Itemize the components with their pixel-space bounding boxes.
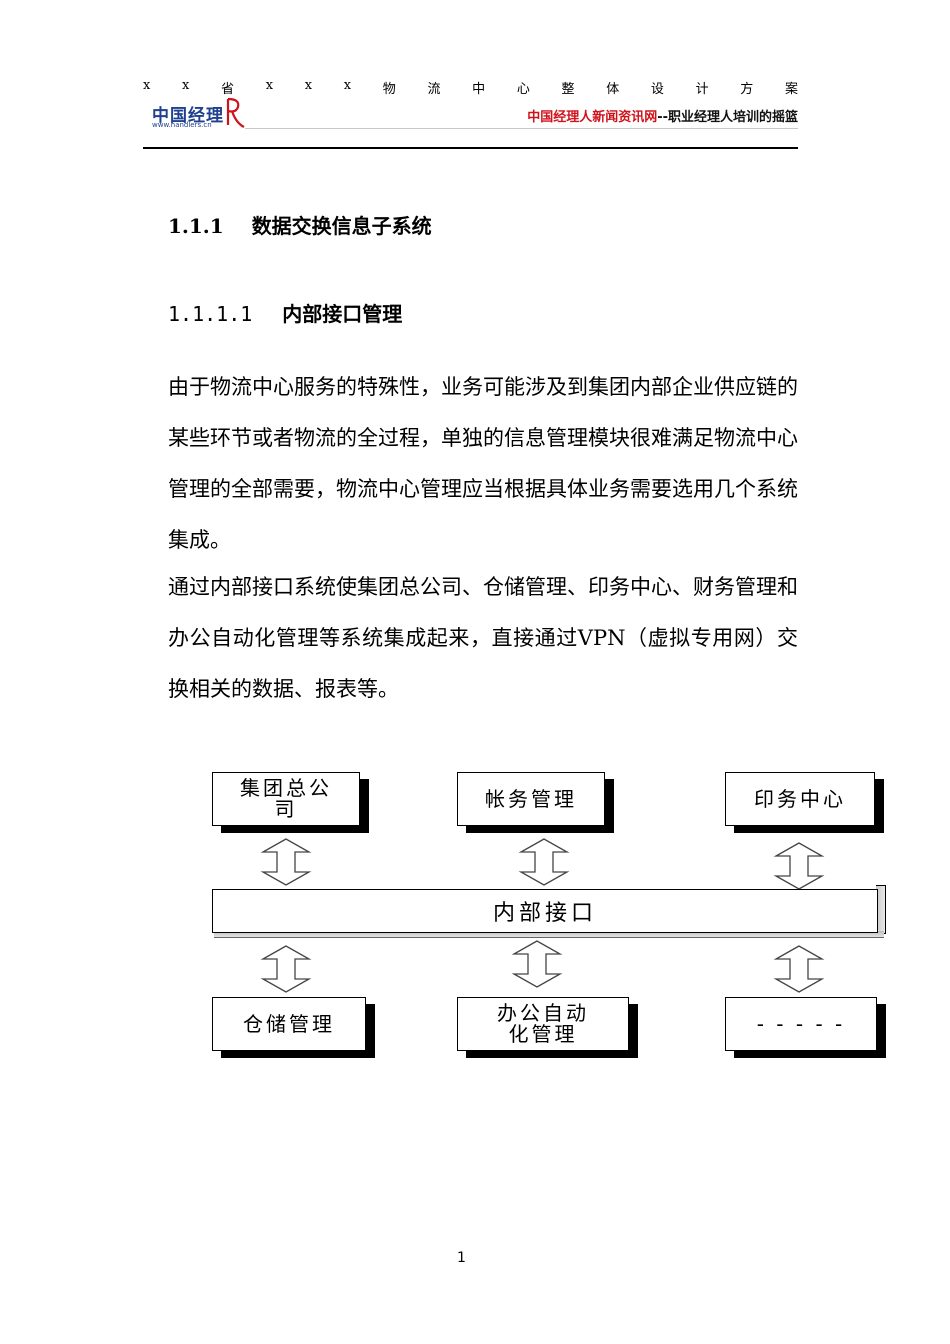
header-char: 体 <box>606 82 620 97</box>
page-number: 1 <box>457 1250 466 1266</box>
header-char: 物 <box>382 82 396 97</box>
diagram-box-printing-center: 印务中心 <box>725 772 875 826</box>
double-arrow-icon <box>773 842 825 890</box>
diagram-box-group-hq: 集团总公 司 <box>212 772 360 826</box>
header-char: 方 <box>740 82 754 97</box>
subsection-number: 1.1.1.1 <box>168 302 253 326</box>
header-divider <box>143 147 798 149</box>
body-paragraph: 由于物流中心服务的特殊性，业务可能涉及到集团内部企业供应链的某些环节或者物流的全… <box>168 375 798 552</box>
body-paragraph: 通过内部接口系统使集团总公司、仓储管理、印务中心、财务管理和办公自动化管理等系统… <box>168 575 798 701</box>
header-slogan: 中国经理人新闻资讯网--职业经理人培训的摇篮 <box>527 106 798 125</box>
header-char: 设 <box>650 82 664 97</box>
section-heading: 1.1.1 数据交换信息子系统 <box>168 210 432 239</box>
running-header-title: x x 省 x x x 物 流 中 心 整 体 设 计 方 案 <box>143 78 798 97</box>
header-char: x <box>182 78 190 93</box>
diagram-box-warehouse: 仓储管理 <box>212 997 366 1051</box>
subsection-title: 内部接口管理 <box>282 302 403 326</box>
header-char: 整 <box>561 82 575 97</box>
section-title: 数据交换信息子系统 <box>251 214 432 238</box>
header-char: x <box>265 78 274 93</box>
logo-mark-icon <box>226 97 245 128</box>
header-char: 省 <box>221 82 235 97</box>
header-char: x <box>143 78 151 93</box>
header-char: x <box>343 78 352 93</box>
diagram-box-more: - - - - - <box>725 997 877 1051</box>
site-logo: 中国经理 www.handlers.cn <box>146 97 246 131</box>
diagram-box-office-automation: 办公自动 化管理 <box>457 997 629 1051</box>
header-char: 计 <box>695 82 709 97</box>
double-arrow-icon <box>260 838 312 886</box>
bar-3d-bottom <box>214 931 884 938</box>
diagram-box-accounting: 帐务管理 <box>457 772 605 826</box>
slogan-tagline: --职业经理人培训的摇篮 <box>657 110 798 125</box>
logo-text: 中国经理 <box>152 106 224 126</box>
double-arrow-icon <box>511 940 563 988</box>
header-char: 心 <box>516 82 530 97</box>
header-char: 案 <box>784 82 798 97</box>
header-divider-thin <box>245 128 798 129</box>
subsection-heading: 1.1.1.1 内部接口管理 <box>168 298 402 327</box>
logo-url: www.handlers.cn <box>152 121 212 129</box>
diagram-internal-interface-bar: 内部接口 <box>212 889 878 933</box>
double-arrow-icon <box>518 838 570 886</box>
header-char: x <box>304 78 313 93</box>
section-number: 1.1.1 <box>168 214 224 238</box>
double-arrow-icon <box>773 945 825 993</box>
header-char: 流 <box>427 82 441 97</box>
header-char: 中 <box>472 82 486 97</box>
double-arrow-icon <box>260 945 312 993</box>
slogan-site-name: 中国经理人新闻资讯网 <box>527 110 658 125</box>
